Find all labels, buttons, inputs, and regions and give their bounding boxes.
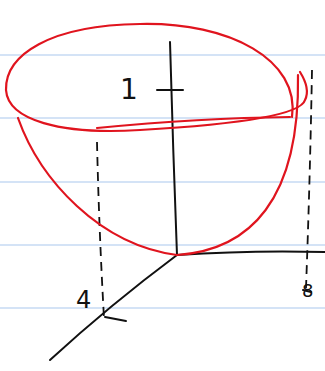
- axis-value: 4: [76, 288, 91, 312]
- axis-value: 8: [302, 282, 313, 300]
- paraboloid-surface: [6, 24, 307, 255]
- notebook-lines: [0, 55, 325, 308]
- axes: [50, 42, 325, 360]
- dashed-guides: [97, 70, 312, 318]
- axis-value: 1: [120, 76, 138, 104]
